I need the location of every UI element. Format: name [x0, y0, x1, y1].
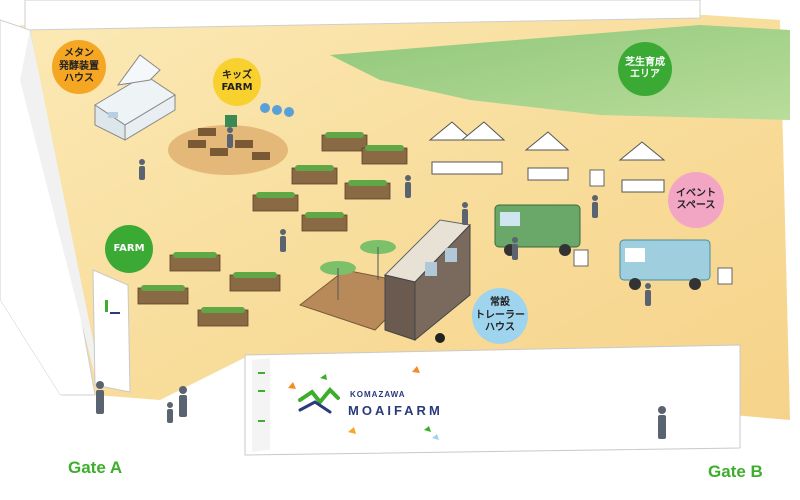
brand-subtitle: KOMAZAWA	[350, 390, 406, 399]
tent-icon	[428, 121, 666, 193]
planter-boxes	[137, 134, 408, 327]
planter-box-icon	[252, 152, 270, 160]
trailer-house-icon	[384, 219, 472, 343]
planter-greens	[141, 132, 404, 313]
greenhouse-icon	[94, 54, 176, 141]
front-wall-stripe	[258, 390, 265, 392]
bench-seat	[260, 103, 270, 113]
area-label-methane-house: メタン 発酵装置 ハウス	[52, 40, 106, 94]
greenhouse-window	[108, 112, 118, 118]
front-wall-stripe	[258, 420, 265, 422]
gate-a-logo-mark	[105, 300, 108, 312]
gate-a-label: Gate A	[68, 458, 123, 477]
moai-logo-mark	[298, 387, 340, 414]
left-wall	[0, 19, 96, 396]
parasol-icon	[320, 240, 396, 300]
decorative-leaves	[288, 366, 439, 440]
food-truck-icon	[619, 239, 711, 290]
planter-box-icon	[235, 140, 253, 148]
area-label-event-space: イベント スペース	[668, 172, 724, 228]
person-icon	[96, 127, 666, 439]
bench-seat	[284, 107, 294, 117]
front-wall	[244, 344, 741, 456]
area-label-lawn-area: 芝生育成 エリア	[618, 42, 672, 96]
gate-a-wall	[92, 269, 131, 393]
front-wall-stripe	[258, 372, 265, 374]
bench-seat	[272, 105, 282, 115]
kids-farm-sign	[225, 115, 237, 127]
sign-board	[573, 169, 733, 285]
kids-farm-plot	[168, 103, 294, 175]
brand-title: MOAIFARM	[348, 403, 443, 418]
planter-box-icon	[210, 148, 228, 156]
top-wall	[24, 0, 701, 31]
planter-box-icon	[188, 140, 206, 148]
planter-box-icon	[198, 128, 216, 136]
front-wall-panel	[252, 358, 270, 452]
lawn-area	[330, 25, 790, 120]
area-label-kids-farm: キッズ FARM	[213, 58, 261, 106]
left-wall-face	[20, 30, 100, 395]
gate-b-label: Gate B	[708, 462, 763, 481]
food-truck-icon	[494, 204, 581, 256]
area-label-trailer-house: 常設 トレーラー ハウス	[472, 288, 528, 344]
area-label-farm: FARM	[105, 225, 153, 273]
gate-a-logo-text	[110, 312, 120, 314]
